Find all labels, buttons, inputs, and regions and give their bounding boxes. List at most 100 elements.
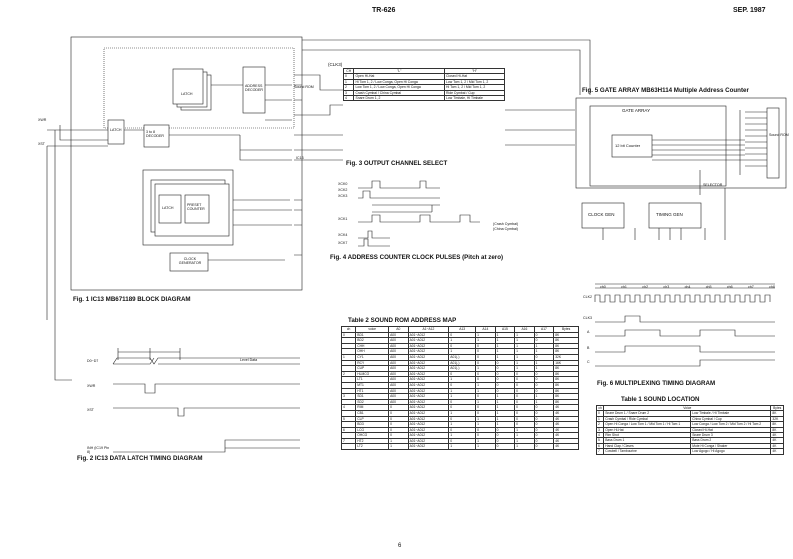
xwr-label: XWR <box>38 118 47 122</box>
t2-cell: A01~A012 <box>407 376 450 383</box>
fig3-cell: Low Timbale, Hi Timbale <box>444 94 505 102</box>
t2-cell: A01~A012 <box>407 443 450 451</box>
page-number: 6 <box>398 543 402 549</box>
t2-cell: CLP <box>355 415 390 423</box>
fig6-clk3: CLK3 <box>583 316 592 320</box>
t2-cell: 0 <box>448 415 477 423</box>
t2-cell <box>340 398 357 406</box>
fig3-clk-label: (CLK3) <box>328 62 343 67</box>
t2-cell: A01~A012 <box>407 404 450 411</box>
counter-box <box>611 134 653 158</box>
t2-cell: RCY <box>355 359 390 367</box>
fig4-xck4: XCK4 <box>338 233 348 237</box>
t2-cell: 0 <box>448 426 477 434</box>
t2-cell: A01~A012 <box>407 348 450 355</box>
ic13-label: IC13 <box>296 156 304 160</box>
t2-header-cell: A1~A12 <box>407 326 450 333</box>
t2-cell: HLMCO <box>355 370 390 378</box>
fig3-col-ch: CH <box>342 67 355 75</box>
fig4-caption: Fig. 4 ADDRESS COUNTER CLOCK PULSES (Pit… <box>330 254 504 261</box>
t2-cell: 8K <box>553 387 579 395</box>
fig4-xck2: XCK2 <box>338 188 348 192</box>
t2-cell: 8K <box>553 393 579 400</box>
t2-cell <box>340 409 357 417</box>
t2-cell: 1 <box>448 432 477 439</box>
t2-header-cell: voice <box>355 326 390 333</box>
t2-cell: 1 <box>340 354 357 361</box>
fig4-xck0: XCK0 <box>338 182 348 186</box>
t2-cell: A01~A012 <box>407 437 450 445</box>
t2-cell: 8K <box>553 398 579 406</box>
latch-top-label: LATCH <box>181 92 193 96</box>
t1-cell: 4K <box>770 448 784 455</box>
t2-cell: OHH <box>355 348 390 355</box>
t2-cell: 1 <box>448 376 477 383</box>
fig2-caption: Fig. 2 IC13 DATA LATCH TIMING DIAGRAM <box>77 455 203 462</box>
fig6-slot-label: ch3 <box>663 285 670 289</box>
t2-header-cell: A13 <box>448 326 477 333</box>
t2-cell: A01(-) <box>448 354 477 361</box>
t2-cell: HT2 <box>355 437 390 445</box>
t2-cell: A01(-) <box>448 359 477 367</box>
t1-cell: Cowbell / Tambourine <box>603 448 692 455</box>
fig6-waveforms <box>594 283 775 367</box>
t2-cell: A01~A012 <box>407 421 450 428</box>
t2-cell: 8K <box>553 348 579 355</box>
t2-cell: BD1 <box>355 331 390 339</box>
fig6-slot-label: ch0 <box>600 285 606 289</box>
preset-counter-label: PRESET COUNTER <box>187 203 205 211</box>
t2-cell: 4K <box>553 437 579 445</box>
fig2-signal-xst: XST <box>87 408 94 412</box>
fig2-waveforms <box>112 348 300 453</box>
t2-cell: A01~A012 <box>407 398 450 406</box>
clock-generator-label: CLOCK GENERATOR <box>178 257 202 265</box>
fig6-slot-label: ch4 <box>684 285 691 289</box>
fig6-slot-label: ch8 <box>769 285 775 289</box>
timing-gen-label: TIMING GEN <box>656 212 683 217</box>
fig3-cell: 4 <box>342 94 355 102</box>
fig6-b: B <box>587 346 590 350</box>
decoder-label: 3 to 8 DECODER <box>146 130 164 138</box>
timing-gen-box <box>648 202 702 229</box>
t2-cell: 1 <box>448 409 477 417</box>
fig5-frame <box>575 97 787 189</box>
t2-cell: 0 <box>448 331 477 339</box>
t2-cell: CUP <box>355 365 390 372</box>
t2-cell: 5 <box>340 415 357 423</box>
t2-cell: 3 <box>340 393 357 400</box>
fig4-note-crash: (Crash Cymbal) <box>493 222 519 226</box>
t2-cell: LT2 <box>355 443 390 451</box>
selector-label: SELECTOR <box>703 183 723 187</box>
t2-cell <box>340 376 357 383</box>
t2-cell: 0 <box>494 443 516 451</box>
t1-cell: Open Hi Conga / Low Tom 1 / Mid Tom 1 / … <box>603 421 692 428</box>
t2-cell: 2 <box>340 370 357 378</box>
fig6-a: A <box>587 330 590 334</box>
t2-cell: 1 <box>448 387 477 395</box>
t2-cell <box>340 342 357 350</box>
t2-cell: LT1 <box>355 376 390 383</box>
t2-cell: 1 <box>475 443 496 451</box>
t2-cell: SD1 <box>355 393 390 400</box>
fig6-slot-label: ch2 <box>642 285 649 289</box>
fig1-frame <box>70 36 303 291</box>
t2-cell: 8K <box>553 376 579 383</box>
t2-cell: 4K <box>553 415 579 423</box>
clock-gen-label: CLOCK GEN <box>588 212 615 217</box>
t2-cell: 1 <box>388 443 409 451</box>
t2-cell: 1 <box>448 421 477 428</box>
t2-cell: OHCG <box>355 432 390 439</box>
latch-left-box <box>107 119 125 145</box>
gate-array-label: GATE ARRAY <box>622 108 651 113</box>
